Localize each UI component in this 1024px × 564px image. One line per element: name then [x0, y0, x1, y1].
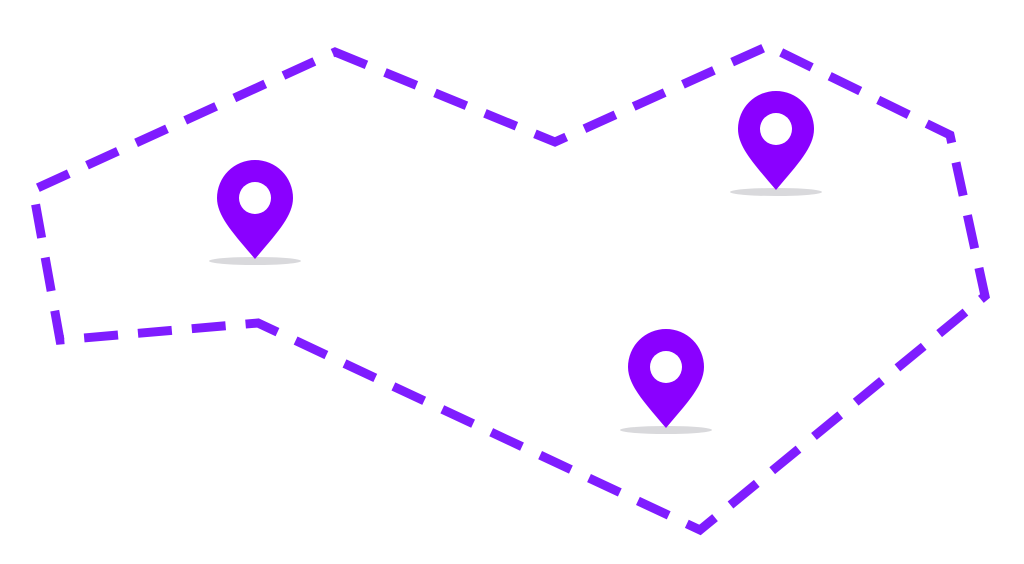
- pin-hole: [650, 351, 682, 383]
- pin-hole: [239, 182, 271, 214]
- pin-shadow: [209, 257, 301, 265]
- pin-shadow: [620, 426, 712, 434]
- pin-shadow: [730, 188, 822, 196]
- map-pin-west[interactable]: [209, 160, 301, 265]
- pin-hole: [760, 113, 792, 145]
- map-pin-south[interactable]: [620, 329, 712, 434]
- map-pin-northeast[interactable]: [730, 91, 822, 196]
- area-boundary: [27, 41, 990, 536]
